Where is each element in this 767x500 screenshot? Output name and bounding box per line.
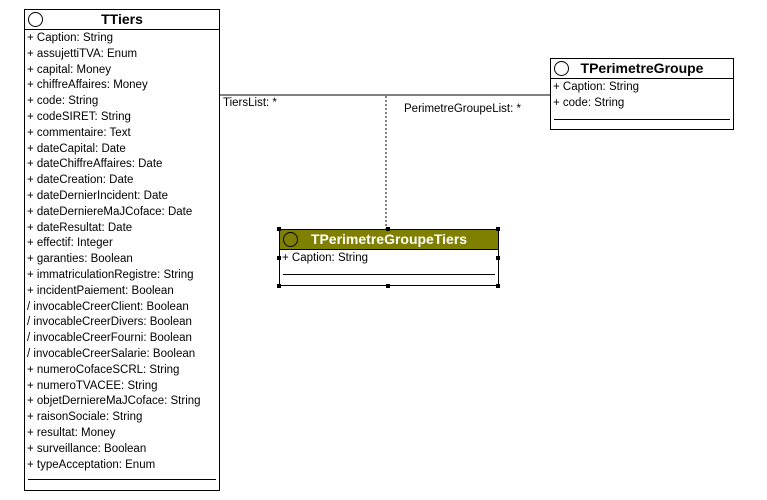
class-header: TTiers [25,10,219,30]
attribute-row[interactable]: + dateCreation: Date [27,174,134,187]
class-circle-icon [283,232,298,247]
attribute-row[interactable]: + assujettiTVA: Enum [27,47,138,60]
attribute-row[interactable]: + Caption: String [553,81,639,93]
selection-handle[interactable] [386,284,390,288]
selection-handle[interactable] [386,227,390,231]
attribute-row[interactable]: + raisonSociale: String [27,411,143,424]
attribute-row[interactable]: + typeAcceptation: Enum [27,458,156,471]
selection-handle[interactable] [496,227,500,231]
class-tperimetre-groupe[interactable]: TPerimetreGroupe + Caption: String + code… [550,58,734,130]
attribute-row[interactable]: + objetDerniereMaJCoface: String [27,395,201,408]
operations-separator [28,479,216,480]
attribute-row[interactable]: + numeroTVACEE: String [27,379,158,392]
attribute-row[interactable]: + code: String [553,96,625,109]
attribute-row[interactable]: + Caption: String [282,252,368,264]
attribute-row[interactable]: + dateResultat: Date [27,221,133,234]
class-header: TPerimetreGroupe [551,59,733,79]
role-perimetre-groupe-list: PerimetreGroupeList: * [404,103,521,115]
attribute-row[interactable]: / invocableCreerClient: Boolean [27,300,189,313]
class-name: TPerimetreGroupeTiers [310,231,468,247]
attribute-row[interactable]: / invocableCreerFourni: Boolean [27,332,192,345]
attribute-row[interactable]: + codeSIRET: String [27,110,131,123]
attribute-list: + Caption: String + assujettiTVA: Enum + c… [25,30,219,473]
attribute-row[interactable]: + commentaire: Text [27,126,131,139]
attribute-row[interactable]: / invocableCreerSalarie: Boolean [27,347,196,360]
attribute-row[interactable]: + numeroCofaceSCRL: String [27,363,180,376]
class-tperimetre-groupe-tiers[interactable]: TPerimetreGroupeTiers + Caption: String [279,229,499,286]
attribute-row[interactable]: + chiffreAffaires: Money [27,79,148,92]
attribute-row[interactable]: + resultat: Money [27,426,116,439]
attribute-row[interactable]: + dateChiffreAffaires: Date [27,158,163,171]
attribute-row[interactable]: + surveillance: Boolean [27,442,147,455]
selection-handle[interactable] [496,284,500,288]
attribute-row[interactable]: + effectif: Integer [27,237,113,250]
role-tiers-list: TiersList: * [223,97,277,109]
attribute-row[interactable]: / invocableCreerDivers: Boolean [27,316,192,329]
attribute-row[interactable]: + Caption: String [27,32,113,44]
operations-separator [283,274,495,275]
attribute-row[interactable]: + immatriculationRegistre: String [27,268,194,281]
attribute-row[interactable]: + dateDerniereMaJCoface: Date [27,205,193,218]
attribute-row[interactable]: + garanties: Boolean [27,253,133,266]
class-name: TTiers [101,11,143,27]
attribute-list: + Caption: String [280,250,498,267]
attribute-list: + Caption: String + code: String [551,79,733,112]
selection-handle[interactable] [277,284,281,288]
attribute-row[interactable]: + capital: Money [27,63,112,76]
class-name: TPerimetreGroupe [580,60,704,76]
selection-handle[interactable] [277,227,281,231]
attribute-row[interactable]: + dateDernierIncident: Date [27,189,168,202]
class-circle-icon [28,12,43,27]
attribute-row[interactable]: + dateCapital: Date [27,142,126,155]
selection-handle[interactable] [277,256,281,260]
operations-separator [554,119,730,120]
class-ttiers[interactable]: TTiers + Caption: String + assujettiTVA: … [24,9,220,491]
selection-handle[interactable] [496,256,500,260]
attribute-row[interactable]: + code: String [27,95,99,108]
class-circle-icon [554,61,569,76]
attribute-row[interactable]: + incidentPaiement: Boolean [27,284,174,297]
class-header: TPerimetreGroupeTiers [280,230,498,250]
